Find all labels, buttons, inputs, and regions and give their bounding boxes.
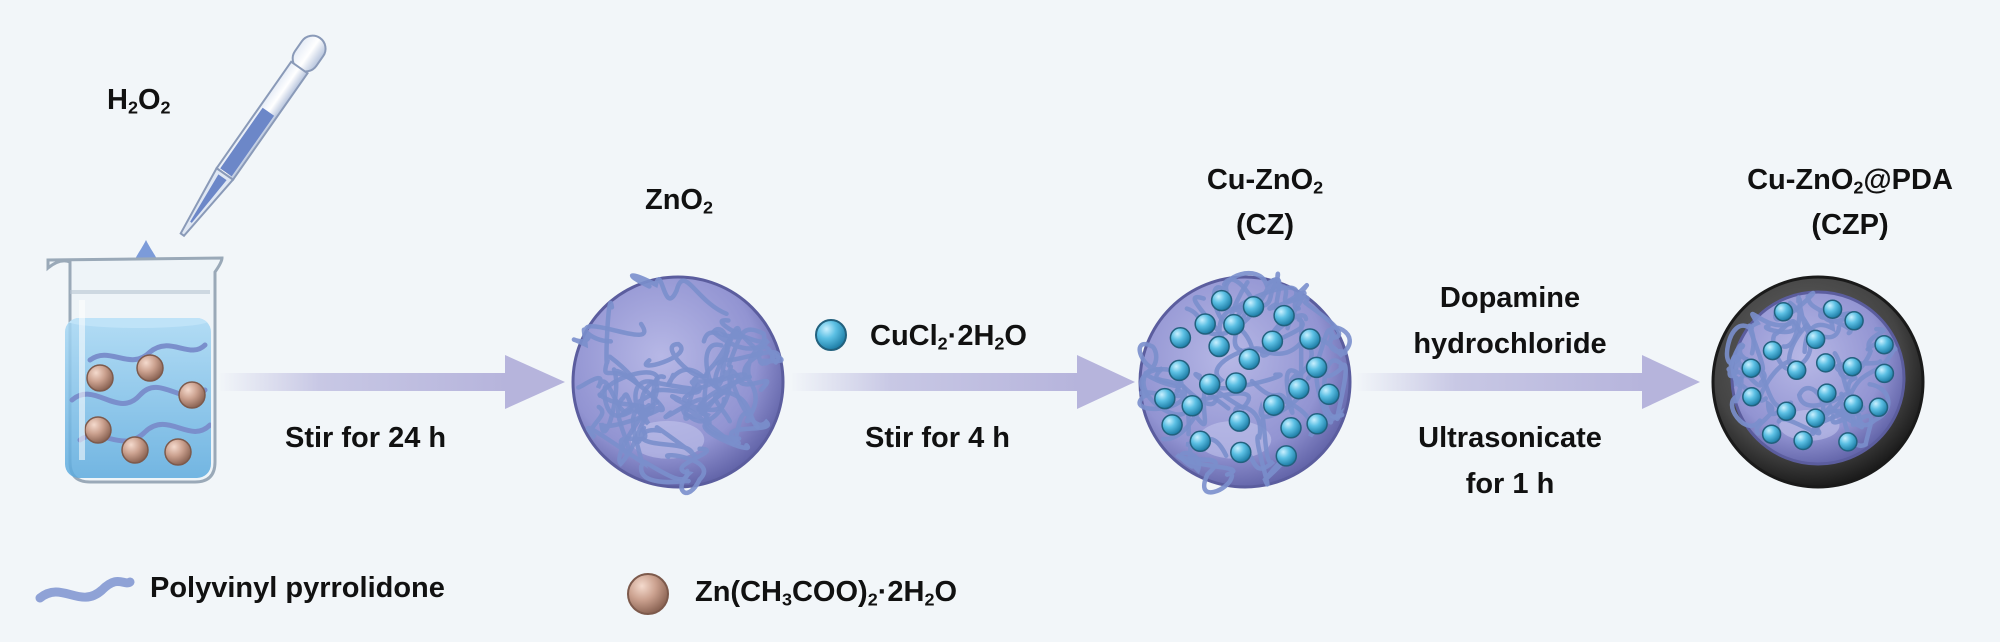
process-arrow-3 [1355,355,1700,409]
process-arrow-2 [790,355,1135,409]
pvp-strand-icon [35,576,135,603]
step2-condition: Stir for 4 h [865,422,1011,454]
h2o2-label: H2O2 [107,84,171,118]
step3-reagent: Dopamine hydrochloride [1413,282,1607,360]
zno2-sphere [571,272,785,495]
zno2-label: ZnO2 [645,184,713,218]
cz-sphere [1137,270,1352,495]
cu-particle-icon [815,319,847,351]
zn-particle-icon [627,573,669,615]
step1-condition: Stir for 24 h [285,422,447,454]
czp-label: Cu-ZnO2@PDA (CZP) [1747,164,1953,241]
czp-sphere [1711,275,1925,489]
step3-condition: Ultrasonicate for 1 h [1418,422,1602,500]
legend-zinc-acetate-label: Zn(CH3COO)2·2H2O [695,576,957,610]
process-arrow-1 [218,355,565,409]
pipette-icon [179,34,327,238]
cu-zno2-label: Cu-ZnO2 (CZ) [1206,164,1324,241]
cucl2-reagent-label: CuCl2·2H2O [870,320,1027,354]
beaker-icon [46,256,224,484]
legend-pvp-label: Polyvinyl pyrrolidone [150,572,445,604]
